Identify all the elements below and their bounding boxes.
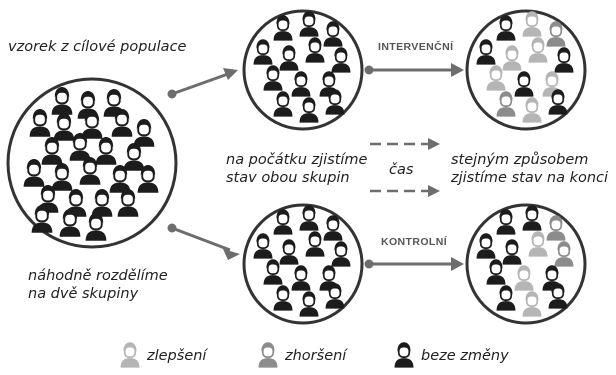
legend: zlepšení zhoršení beze změny (119, 341, 509, 369)
connector-dot (167, 89, 177, 99)
arrow-head (451, 63, 464, 77)
legend-item-improved: zlepšení (119, 341, 208, 369)
person-light-icon (119, 341, 141, 369)
connector-dot (364, 65, 374, 75)
arrow-head (428, 138, 440, 150)
legend-label-worsened: zhoršení (284, 348, 348, 364)
arrow-head (451, 257, 464, 271)
legend-item-unchanged: beze změny (393, 341, 509, 369)
time-label: čas (389, 162, 414, 178)
split-label-line2: na dvě skupiny (28, 286, 139, 302)
legend-label-unchanged: beze změny (421, 348, 509, 364)
connector-sample-to-control (171, 226, 231, 252)
arrow-head (428, 185, 440, 197)
start-label-line1: na počátku zjistíme (226, 152, 368, 168)
end-label-line2: zjistíme stav na konci (450, 170, 608, 186)
sample-label: vzorek z cílové populace (8, 39, 187, 55)
arrow-head (223, 68, 238, 80)
control-label: KONTROLNÍ (381, 235, 448, 248)
connector-dot (364, 259, 374, 269)
start-label-line2: stav obou skupin (226, 170, 350, 186)
connectors (167, 38, 464, 271)
person-dark-icon (393, 341, 415, 369)
legend-label-improved: zlepšení (146, 348, 208, 364)
split-label-line1: náhodně rozdělíme (28, 268, 168, 284)
arrow-head (223, 249, 240, 260)
legend-item-worsened: zhoršení (257, 341, 348, 369)
connector-sample-to-intervention (171, 72, 229, 96)
label-backdrop (376, 38, 452, 54)
connector-dot (167, 223, 177, 233)
intervention-label: INTERVENČNÍ (378, 40, 454, 53)
end-label-line1: stejným způsobem (451, 152, 588, 168)
person-mid-icon (257, 341, 279, 369)
